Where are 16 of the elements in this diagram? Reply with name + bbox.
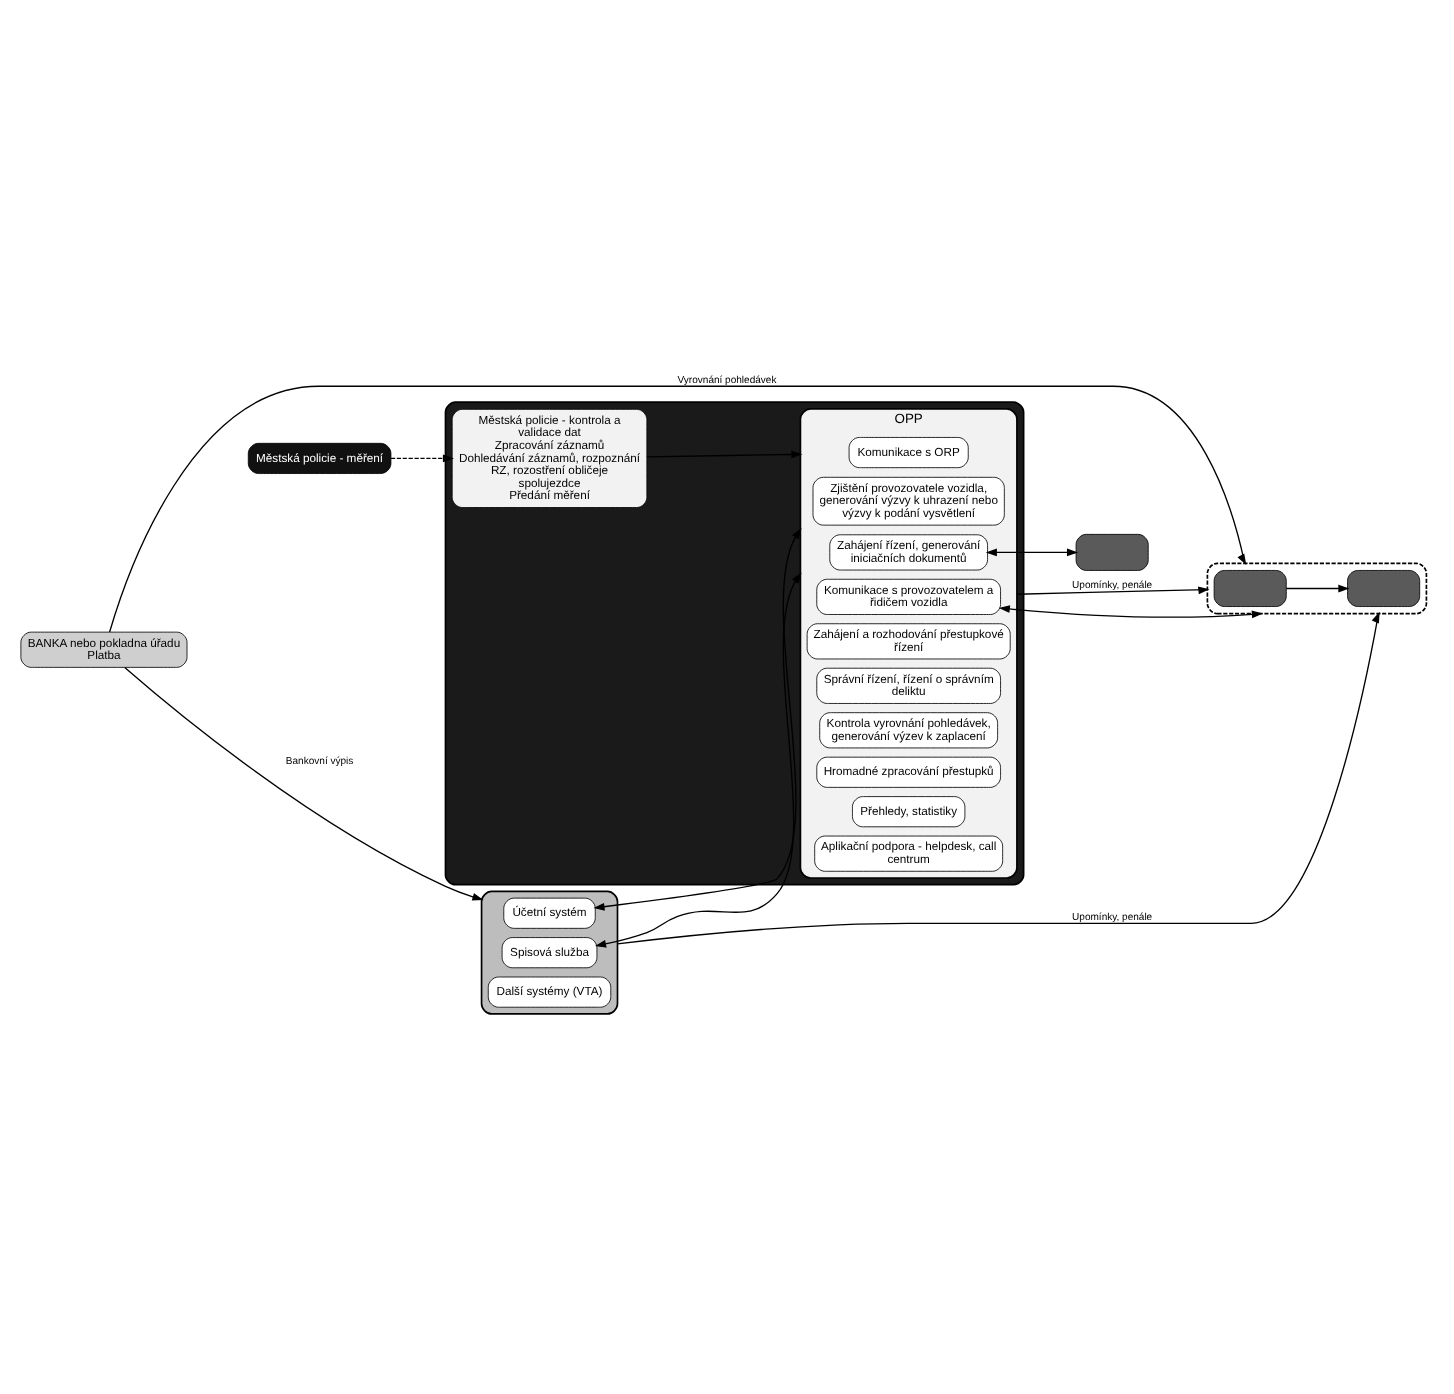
- arrow: [124, 665, 484, 900]
- arrow: [108, 384, 1247, 632]
- arrow: [646, 449, 803, 458]
- arrow: [390, 453, 454, 462]
- node-box: [1075, 532, 1149, 570]
- arrow: [985, 547, 1079, 556]
- node-box: [1213, 569, 1287, 606]
- arrow: [593, 527, 802, 910]
- arrow: [1285, 583, 1350, 592]
- cluster: [1206, 561, 1428, 614]
- arrow: [998, 604, 1263, 618]
- arrow: [616, 610, 1380, 944]
- node-box: [1347, 569, 1421, 606]
- arrow: [1016, 585, 1210, 594]
- cluster: [480, 889, 619, 1014]
- arrow: [595, 571, 802, 947]
